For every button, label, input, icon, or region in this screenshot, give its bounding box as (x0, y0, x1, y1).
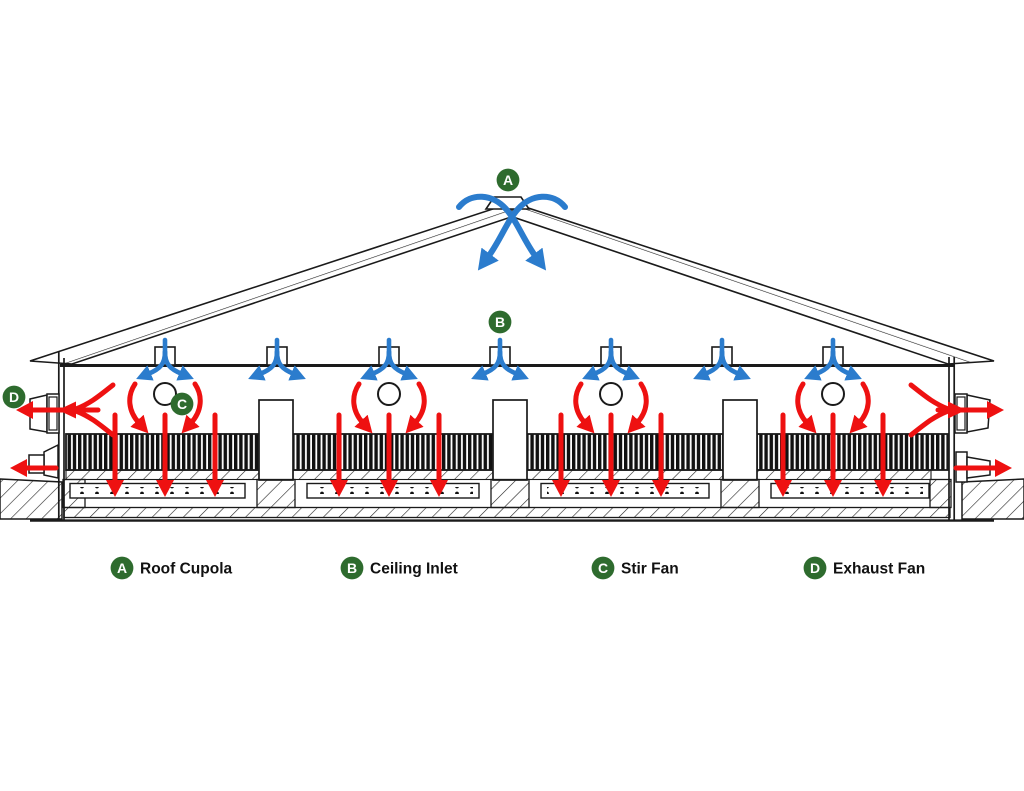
legend-badge-letter-a: A (117, 560, 127, 576)
tray-perforations (777, 487, 923, 494)
legend-badge-b (340, 556, 364, 580)
ceiling-inlet (372, 340, 406, 374)
legend-badge-a (110, 556, 134, 580)
exhaust-fan-upper-right (954, 393, 991, 434)
badge-roof-cupola: A (496, 168, 520, 192)
support-pillar (492, 399, 528, 481)
tray-perforations (547, 487, 703, 494)
cupola-airflow-arrows (456, 193, 568, 271)
ledge-strip (526, 469, 724, 481)
badge-letter-d: D (9, 389, 19, 405)
slat-floor-section (292, 433, 494, 471)
badge-letter-c: C (177, 396, 187, 412)
roof-slope-right (512, 201, 995, 365)
ceiling-inlet (483, 340, 517, 374)
pillar-footing (929, 478, 952, 509)
pillar-footing (256, 478, 296, 509)
ceiling-inlets (148, 340, 850, 374)
exhaust-fan-upper-left (29, 393, 60, 434)
legend-item-roof-cupola: A Roof Cupola (110, 556, 233, 580)
roof-slope-left (29, 201, 512, 365)
ceiling-inlet (260, 340, 294, 374)
legend-label-roof-cupola: Roof Cupola (140, 561, 233, 578)
ground (0, 478, 1024, 522)
legend-label-exhaust-fan: Exhaust Fan (833, 561, 925, 578)
exhaust-airflow-arrows (10, 382, 1012, 478)
cupola-arrow-left (456, 193, 547, 271)
exhaust-arrow-upper-right (908, 382, 1004, 438)
legend-badge-letter-b: B (347, 560, 357, 576)
badge-exhaust-fan: D (2, 385, 26, 409)
legend-badge-d (803, 556, 827, 580)
pillar-footing (720, 478, 760, 509)
badge-stir-fan: C (170, 392, 194, 416)
legend-badge-c (591, 556, 615, 580)
tray-perforations (313, 487, 473, 494)
badge-ceiling-inlet: B (488, 310, 512, 334)
legend-item-ceiling-inlet: B Ceiling Inlet (340, 556, 458, 580)
legend: A Roof Cupola B Ceiling Inlet C Stir Fan… (110, 556, 925, 580)
legend-badge-letter-c: C (598, 560, 608, 576)
exhaust-arrow-upper-left (16, 382, 116, 438)
ceiling-inlet (148, 340, 182, 374)
support-pillar (722, 399, 758, 481)
legend-badge-letter-d: D (810, 560, 820, 576)
badge-letter-a: A (503, 172, 513, 188)
ceiling-inlet (594, 340, 628, 374)
foundation-band (63, 506, 951, 519)
legend-label-ceiling-inlet: Ceiling Inlet (370, 561, 458, 578)
legend-item-exhaust-fan: D Exhaust Fan (803, 556, 925, 580)
legend-item-stir-fan: C Stir Fan (591, 556, 679, 580)
ground-left (0, 478, 63, 520)
slat-floor-section (756, 433, 949, 471)
exhaust-fan-lower-left (28, 443, 59, 479)
support-pillar (258, 399, 294, 481)
ceiling-inlet (816, 340, 850, 374)
badge-letter-b: B (495, 314, 505, 330)
slat-floor-section (526, 433, 724, 471)
roof (29, 196, 995, 365)
cupola-arrow-right (477, 193, 568, 271)
callout-badges: A B C D (2, 168, 520, 416)
legend-label-stir-fan: Stir Fan (621, 561, 679, 578)
ceiling-inlet (705, 340, 739, 374)
ground-right (961, 478, 1024, 520)
pillar-footing (490, 478, 530, 509)
tray-perforations (76, 487, 239, 494)
ledge-strip (292, 469, 494, 481)
